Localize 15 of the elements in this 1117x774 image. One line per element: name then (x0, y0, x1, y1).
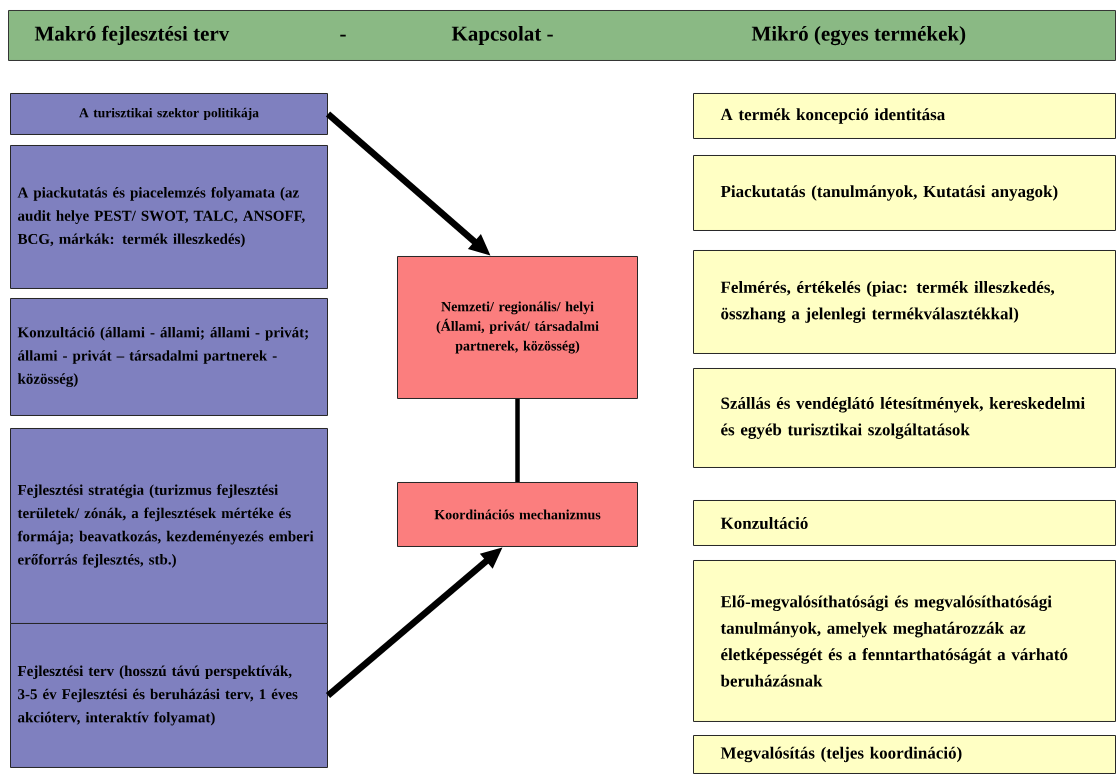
micro-box: A termék koncepció identitása (693, 93, 1116, 139)
macro-box: Konzultáció (állami - állami; állami - privát; állami - privát – társadalmi partnerek - közösség) (10, 298, 328, 416)
macro-box: A turisztikai szektor politikája (10, 93, 328, 135)
header-band: Makró fejlesztési terv - Kapcsolat - Mikró (egyes termékek) (8, 10, 1116, 61)
link-box: Koordinációs mechanizmus (397, 482, 638, 547)
micro-box: Szállás és vendéglátó létesítmények, kereskedelmi és egyéb turisztikai szolgáltatások (693, 368, 1116, 468)
macro-box: Fejlesztési stratégia (turizmus fejlesztési területek/ zónák, a fejlesztések mértéke és formája; beavatkozás, kezdeményezés emberi erőforrás fejlesztés, stb.) (10, 428, 328, 624)
micro-box: Piackutatás (tanulmányok, Kutatási anyagok) (693, 155, 1116, 231)
micro-box: Konzultáció (693, 500, 1116, 546)
micro-box: Megvalósítás (teljes koordináció) (693, 735, 1116, 774)
micro-box: Felmérés, értékelés (piac: termék illeszkedés, összhang a jelenlegi termékválasztékkal) (693, 250, 1116, 354)
macro-box: A piackutatás és piacelemzés folyamata (az audit helye PEST/ SWOT, TALC, ANSOFF, BCG, márkák: termék illeszkedés) (10, 145, 328, 289)
micro-box: Elő-megvalósíthatósági és megvalósíthatósági tanulmányok, amelyek meghatározzák az életképességét és a fenntarthatóságát a várható beruházásnak (693, 560, 1116, 722)
link-box: Nemzeti/ regionális/ helyi (Állami, privát/ társadalmi partnerek, közösség) (397, 256, 638, 399)
macro-box: Fejlesztési terv (hosszú távú perspektívák, 3-5 év Fejlesztési és beruházási terv, 1 éves akcióterv, interaktív folyamat) (10, 623, 328, 768)
